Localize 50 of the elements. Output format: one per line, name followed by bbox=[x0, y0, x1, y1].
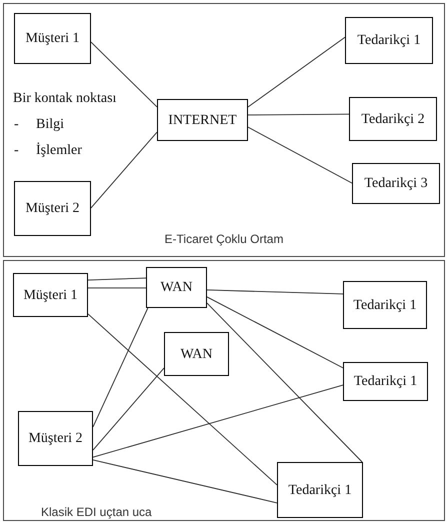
diagram-panel bbox=[3, 260, 445, 521]
panel-caption: Klasik EDI uçtan uca bbox=[41, 504, 152, 520]
entity-box bbox=[14, 181, 91, 236]
node-label: Müşteri 1 bbox=[23, 286, 78, 304]
node-label: Tedarikçi 1 bbox=[353, 296, 417, 314]
node-label: Tedarikçi 1 bbox=[288, 482, 352, 498]
panel-caption: E-Ticaret Çoklu Ortam bbox=[164, 231, 284, 247]
connector-line bbox=[88, 287, 146, 288]
connector-line bbox=[92, 384, 344, 458]
node-label: Tedarikçi 1 bbox=[354, 373, 418, 390]
entity-box bbox=[164, 332, 229, 376]
entity-box bbox=[13, 273, 88, 317]
connector-line bbox=[248, 36, 346, 108]
connector-line bbox=[206, 302, 363, 462]
node-label: WAN bbox=[160, 279, 192, 296]
list-heading: Bir kontak noktası bbox=[13, 90, 116, 108]
connector-line bbox=[248, 126, 352, 184]
node-label: INTERNET bbox=[168, 112, 237, 128]
node-label: WAN bbox=[180, 346, 212, 362]
bullet-dash: - bbox=[14, 116, 19, 134]
entity-box bbox=[343, 281, 427, 329]
list-item: İşlemler bbox=[36, 142, 82, 160]
connector-line bbox=[88, 313, 278, 486]
node-label: Tedarikçi 2 bbox=[361, 110, 425, 128]
connector-line bbox=[92, 460, 278, 504]
connector-line bbox=[206, 290, 344, 294]
entity-box bbox=[343, 362, 428, 401]
node-label: Tedarikçi 1 bbox=[357, 32, 421, 49]
connector-line bbox=[90, 42, 158, 108]
list-item: Bilgi bbox=[36, 116, 64, 134]
connector-line bbox=[248, 114, 350, 116]
entity-box bbox=[14, 13, 91, 64]
connector-line bbox=[88, 278, 146, 280]
node-label: Müşteri 2 bbox=[25, 200, 80, 217]
entity-box bbox=[277, 462, 363, 518]
node-label: Tedarikçi 3 bbox=[364, 175, 428, 192]
entity-box bbox=[349, 97, 437, 141]
connector-line bbox=[92, 368, 164, 450]
connector-line bbox=[92, 308, 148, 428]
connector-line bbox=[206, 296, 344, 368]
node-label: Müşteri 2 bbox=[28, 430, 83, 447]
entity-box bbox=[157, 99, 248, 141]
connector-line bbox=[90, 132, 158, 208]
bullet-dash: - bbox=[14, 142, 19, 160]
entity-box bbox=[352, 163, 440, 204]
entity-box bbox=[146, 267, 207, 308]
entity-box bbox=[345, 17, 433, 64]
entity-box bbox=[18, 411, 93, 466]
node-label: Müşteri 1 bbox=[25, 30, 80, 47]
diagram-panel bbox=[3, 3, 445, 257]
